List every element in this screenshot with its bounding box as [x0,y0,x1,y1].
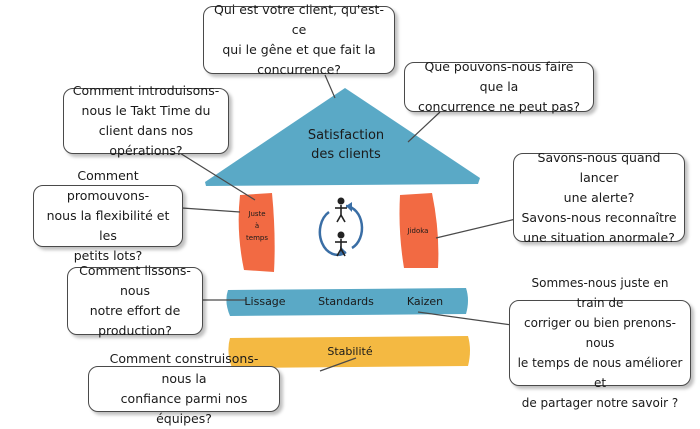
left-pillar-label: Juste à temps [246,210,268,242]
pointer-takt [174,149,256,201]
pointer-flex [181,207,241,213]
right-pillar [399,193,439,268]
question-flex: Comment promouvons- nous la flexibilité … [33,168,183,263]
lean-house-diagram: Satisfaction des clients Juste à temps J… [33,2,691,426]
beam-label-lissage: Lissage [244,295,286,308]
pointer-competition [407,111,441,143]
pointer-alert [435,217,521,239]
question-competition: Que pouvons-nous faire que la concurrenc… [404,59,594,114]
question-alert: Savons-nous quand lancer une alerte? Sav… [513,150,685,245]
left-pillar [238,193,275,272]
pointer-client [324,74,336,99]
house-graphic [174,74,521,372]
foundation-label: Stabilité [327,345,373,358]
foundation [228,336,470,368]
beam-label-standards: Standards [318,295,374,308]
question-smoothing: Comment lissons-nous notre effort de pro… [67,263,203,338]
beam-label-kaizen: Kaizen [406,295,444,308]
question-improve: Sommes-nous juste en train de corriger o… [509,276,691,410]
right-pillar-label: Jidoka [407,227,429,235]
people-cycle-icon [318,197,364,257]
roof [205,88,480,186]
roof-label: Satisfaction des clients [307,128,385,162]
question-trust: Comment construisons-nous la confiance p… [88,351,280,426]
question-takt: Comment introduisons- nous le Takt Time … [63,83,229,158]
pointer-improve [417,311,513,326]
beam [226,288,468,316]
question-client: Qui est votre client, qu'est-ce qui le g… [203,2,395,77]
pointer-trust [319,357,357,372]
